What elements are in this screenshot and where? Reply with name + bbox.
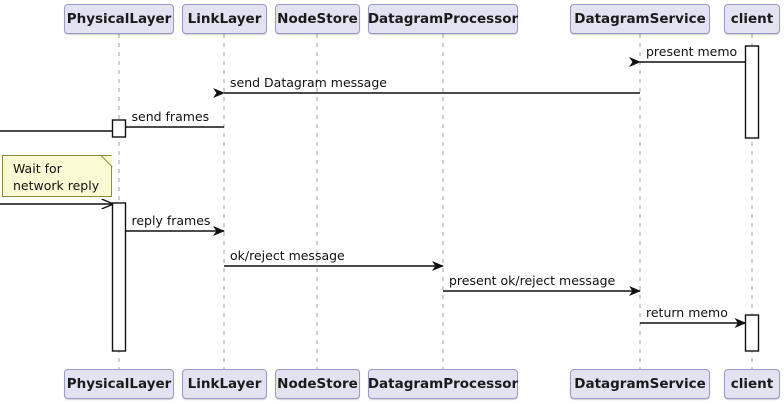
participant-client-bottom[interactable]: client bbox=[724, 369, 780, 399]
participant-linklayer-bottom[interactable]: LinkLayer bbox=[182, 369, 267, 399]
participant-label: PhysicalLayer bbox=[66, 376, 172, 392]
activation-a-client-bottom bbox=[744, 314, 760, 352]
participant-linklayer-top[interactable]: LinkLayer bbox=[182, 4, 267, 34]
participant-label: DatagramProcessor bbox=[367, 11, 519, 27]
participant-label: DatagramService bbox=[574, 11, 706, 27]
participant-label: DatagramProcessor bbox=[367, 376, 519, 392]
participant-label: LinkLayer bbox=[187, 376, 262, 392]
activation-a-client-top bbox=[744, 45, 760, 139]
activations-group bbox=[111, 45, 760, 352]
messages-group bbox=[0, 57, 747, 328]
message-label-m3: send frames bbox=[131, 109, 210, 124]
participant-label: PhysicalLayer bbox=[66, 11, 172, 27]
message-label-m7: ok/reject message bbox=[230, 248, 345, 263]
participant-label: DatagramService bbox=[574, 376, 706, 392]
message-label-m6: reply frames bbox=[131, 213, 211, 228]
message-label-m9: return memo bbox=[646, 305, 728, 320]
message-label-m1: present memo bbox=[646, 44, 738, 59]
participant-physicallayer-top[interactable]: PhysicalLayer bbox=[64, 4, 174, 34]
participant-nodestore-bottom[interactable]: NodeStore bbox=[275, 369, 360, 399]
participant-nodestore-top[interactable]: NodeStore bbox=[275, 4, 360, 34]
participant-datagramprocessor-top[interactable]: DatagramProcessor bbox=[368, 4, 518, 34]
activation-a-physical-long bbox=[111, 202, 127, 352]
participant-datagramprocessor-bottom[interactable]: DatagramProcessor bbox=[368, 369, 518, 399]
participant-label: client bbox=[730, 376, 774, 392]
participant-datagramservice-bottom[interactable]: DatagramService bbox=[570, 369, 710, 399]
message-label-m8: present ok/reject message bbox=[449, 273, 616, 288]
participant-client-top[interactable]: client bbox=[724, 4, 780, 34]
participant-physicallayer-bottom[interactable]: PhysicalLayer bbox=[64, 369, 174, 399]
note-note-wait: Wait for network reply bbox=[2, 155, 112, 197]
activation-a-physical-small bbox=[111, 119, 127, 138]
participant-datagramservice-top[interactable]: DatagramService bbox=[570, 4, 710, 34]
message-label-m2: send Datagram message bbox=[230, 75, 387, 90]
participant-label: NodeStore bbox=[277, 11, 358, 27]
participant-label: LinkLayer bbox=[187, 11, 262, 27]
participant-label: NodeStore bbox=[277, 376, 358, 392]
participant-label: client bbox=[730, 11, 774, 27]
